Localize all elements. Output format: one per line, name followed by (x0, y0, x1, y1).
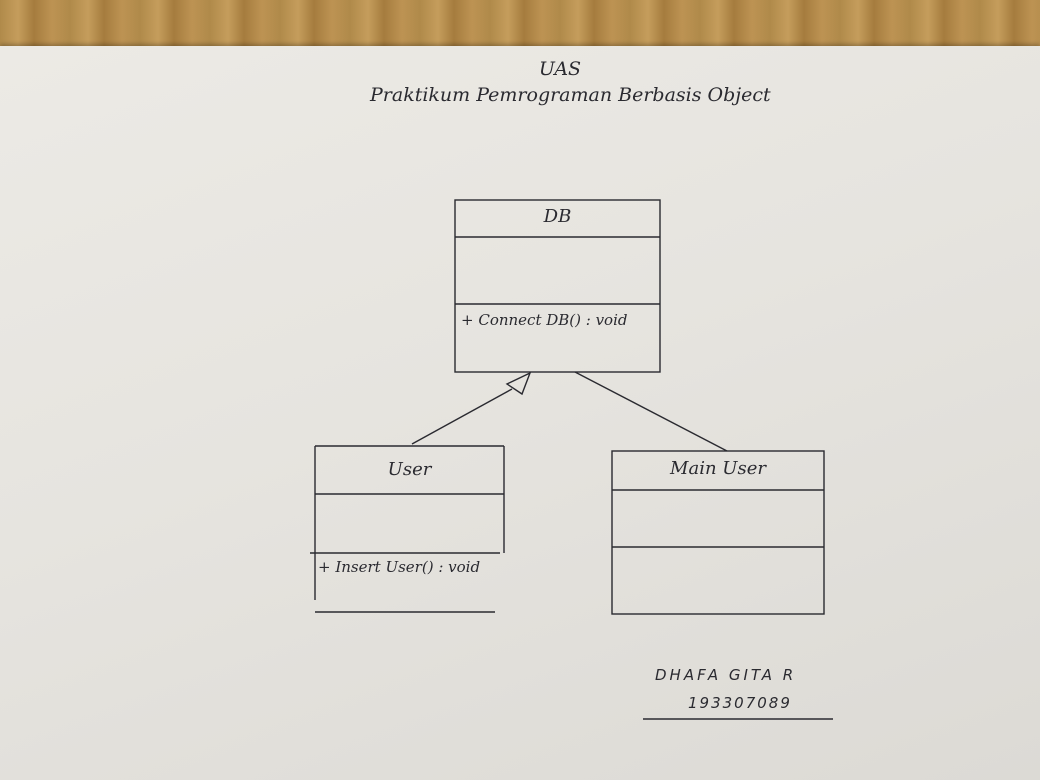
heading-course-title: Praktikum Pemrograman Berbasis Object (370, 84, 771, 106)
class-user-name: User (387, 459, 432, 480)
class-box-main-user (611, 450, 825, 615)
paper-sheet (0, 46, 1040, 780)
class-box-db (454, 199, 661, 373)
class-main-user-border (611, 450, 825, 615)
class-db-border (454, 199, 661, 373)
association-line (574, 371, 728, 452)
class-user-method: + Insert User() : void (318, 558, 481, 576)
class-db-name: DB (543, 206, 572, 227)
inheritance-arrowhead (505, 371, 532, 396)
class-box-user (310, 445, 505, 613)
author-student-id: 193307089 (688, 694, 792, 712)
class-db-method: + Connect DB() : void (461, 311, 628, 329)
author-name: DHAFA GITA R (655, 666, 797, 684)
heading-uas: UAS (538, 58, 582, 80)
class-main-user-name: Main User (670, 458, 766, 479)
inheritance-line (411, 388, 513, 445)
